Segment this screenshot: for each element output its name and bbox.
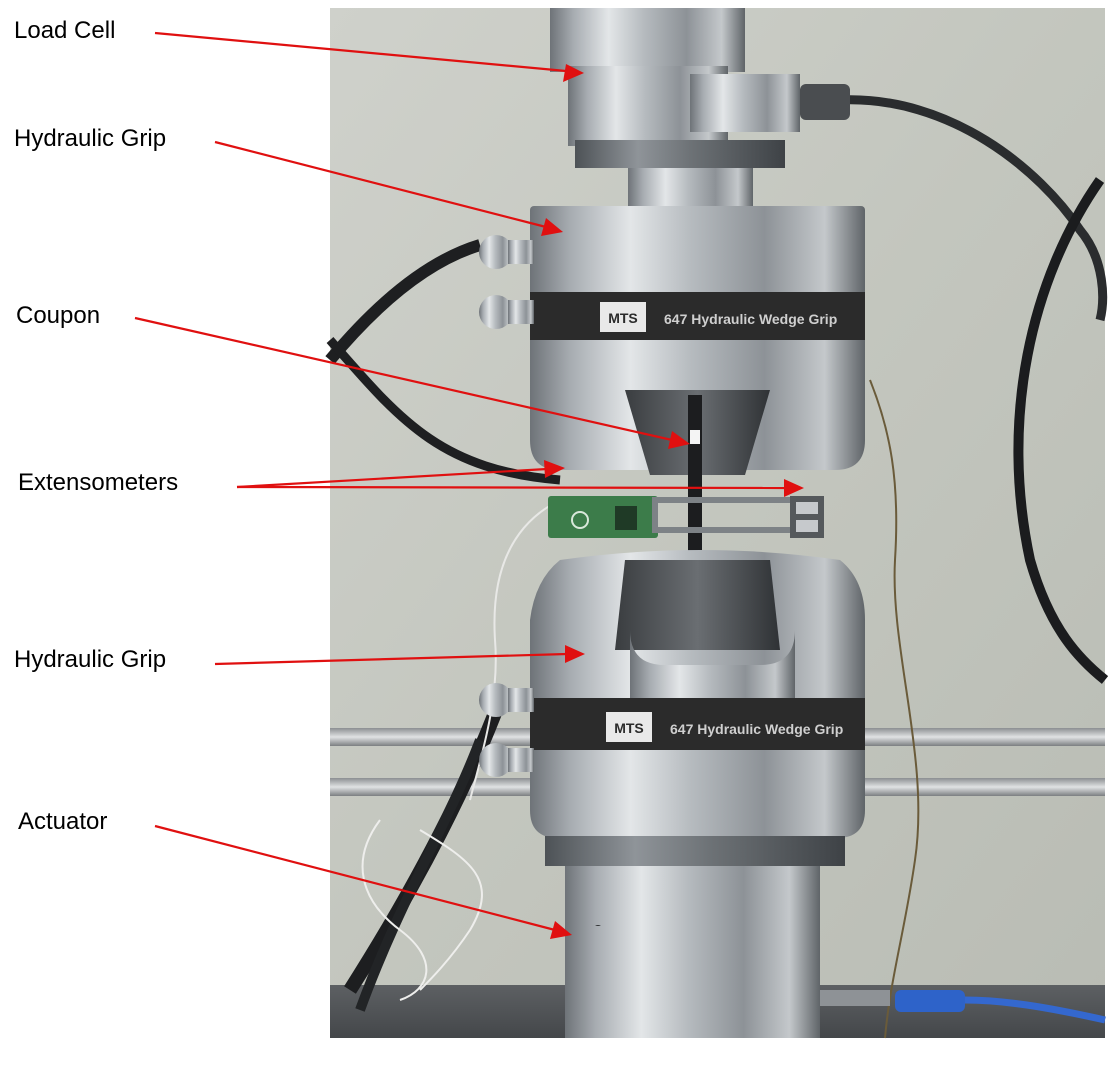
upper-band-brand: MTS — [608, 310, 638, 326]
lower-band-brand: MTS — [614, 720, 644, 736]
extensometer-wire-right — [869, 379, 920, 1039]
actuator-upper-rod — [565, 866, 820, 926]
actuator-collar — [545, 836, 845, 866]
lower-band-text: 647 Hydraulic Wedge Grip — [670, 721, 843, 737]
extensometer-chip — [615, 506, 637, 530]
lower-grip-fitting-2 — [479, 743, 513, 777]
label-load-cell: Load Cell — [14, 17, 115, 44]
upper-band-logo-plate — [600, 302, 646, 332]
upper-grip-band-fill — [530, 292, 865, 344]
hose-left-upper — [325, 239, 482, 364]
loose-wires — [361, 819, 483, 1001]
lower-grip-fitting-1-stem — [508, 688, 534, 712]
label-coupon: Coupon — [16, 302, 100, 329]
cable-right-top — [839, 95, 1108, 322]
extensometer-board-hole — [571, 511, 589, 529]
arrow-actuator — [154, 824, 572, 939]
extensometer-board — [548, 496, 658, 538]
blue-connector — [895, 990, 965, 1012]
lower-grip-wedge — [615, 560, 780, 650]
lower-grip-fitting-2-stem — [508, 748, 534, 772]
hose-left-lower-b — [355, 738, 485, 1012]
blue-cable — [964, 996, 1106, 1024]
upper-grip-fitting-2-stem — [508, 300, 534, 324]
extensometer-mount-pad-1 — [796, 502, 818, 514]
arrow-coupon — [134, 316, 690, 449]
hose-right — [1013, 177, 1108, 684]
load-cell-flange — [575, 140, 785, 168]
label-actuator: Actuator — [18, 808, 107, 835]
lower-grip-cutout — [630, 630, 795, 700]
upper-grip-fitting-1-stem — [508, 240, 534, 264]
label-upper-hydraulic-grip: Hydraulic Grip — [14, 125, 166, 152]
label-extensometers: Extensometers — [18, 469, 178, 496]
lower-grip-body — [530, 750, 865, 838]
crosshead-column — [550, 8, 745, 72]
load-cell-plug — [800, 84, 850, 120]
lower-grip-fitting-1 — [479, 683, 513, 717]
leader-arrows — [134, 31, 804, 939]
label-lower-hydraulic-grip: Hydraulic Grip — [14, 646, 166, 673]
arrow-load-cell — [154, 31, 584, 82]
lower-band-logo-plate — [606, 712, 652, 742]
upper-grip-fitting-1 — [479, 235, 513, 269]
arrow-extensometers-left — [236, 460, 565, 489]
hose-left-middle — [326, 337, 561, 485]
grip-adapter — [628, 168, 753, 208]
upper-band-text: 647 Hydraulic Wedge Grip — [664, 311, 837, 327]
lower-grip-band — [530, 698, 865, 752]
upper-grip-fitting-2 — [479, 295, 513, 329]
arrow-lower-grip — [214, 645, 585, 666]
callout-labels: Load Cell Hydraulic Grip Coupon Extensom… — [14, 17, 178, 835]
floor-connector — [820, 990, 890, 1006]
load-cell-connector-block — [690, 74, 800, 132]
arrow-extensometers-right — [236, 479, 804, 497]
test-rig-photo: MTS 647 Hydraulic Wedge Grip MTS 647 Hyd… — [325, 8, 1108, 1039]
extensometer-mount-pad-2 — [796, 520, 818, 532]
actuator-cylinder — [565, 926, 820, 1038]
coupon-marker — [690, 430, 700, 444]
arrow-upper-grip — [214, 140, 563, 236]
upper-grip-top — [530, 206, 865, 296]
